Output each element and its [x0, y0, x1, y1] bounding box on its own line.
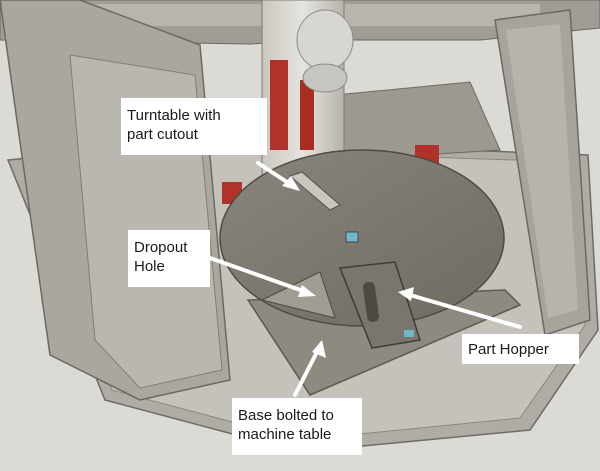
right-upright-face	[506, 24, 578, 318]
hopper-slot	[362, 282, 380, 322]
callout-hopper: Part Hopper	[462, 334, 579, 364]
turntable-arrowhead	[282, 176, 300, 191]
turntable-hub	[345, 231, 359, 243]
red-bracket-right	[300, 80, 314, 150]
callout-base-line2: machine table	[238, 426, 332, 443]
red-bracket-left	[270, 60, 288, 150]
hopper-arrow	[408, 293, 522, 329]
turntable-disk	[219, 149, 505, 327]
base-arrowhead	[312, 340, 326, 358]
callout-dropout: Dropout Hole	[128, 230, 210, 287]
base-arrow	[293, 348, 320, 397]
part-hopper-plate	[338, 261, 421, 349]
callout-turntable: Turntable with part cutout	[121, 98, 267, 155]
callout-base: Base bolted to machine table	[232, 398, 362, 455]
spindle-ring	[302, 63, 348, 93]
dropout-arrowhead	[298, 285, 316, 297]
part-cutout-slot	[289, 171, 341, 211]
callout-hopper-line1: Part Hopper	[468, 341, 549, 358]
callout-dropout-line1: Dropout	[134, 239, 188, 256]
spindle-nose	[296, 9, 354, 71]
callout-turntable-line1: Turntable with	[127, 107, 221, 124]
callout-turntable-line2: part cutout	[127, 126, 198, 143]
callout-dropout-line2: Hole	[134, 258, 165, 275]
callout-base-line1: Base bolted to	[238, 407, 334, 424]
callout-arrows	[208, 161, 522, 397]
dropout-arrow	[208, 256, 308, 294]
hopper-sensor	[404, 330, 414, 337]
hopper-arrowhead	[398, 287, 414, 301]
